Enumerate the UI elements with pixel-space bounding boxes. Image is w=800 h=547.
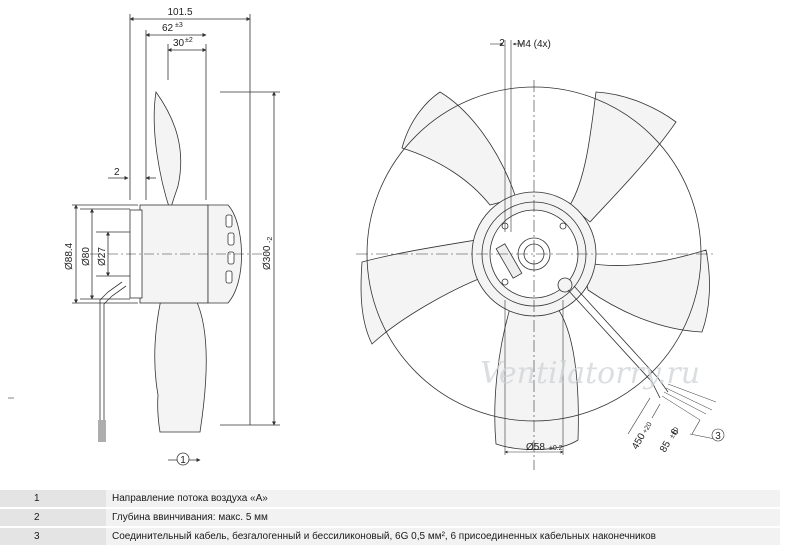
legend-row: 2 Глубина ввинчивания: макс. 5 мм bbox=[0, 509, 780, 526]
dia-58-tol: ±0.2 bbox=[549, 445, 563, 452]
blade-top-right bbox=[569, 91, 677, 223]
callout-2: 2 bbox=[499, 38, 505, 49]
front-view bbox=[360, 86, 717, 450]
legend-text: Направление потока воздуха «A» bbox=[106, 490, 780, 507]
blade-right bbox=[581, 249, 710, 333]
blade-top-left bbox=[401, 91, 517, 206]
cable-front bbox=[567, 289, 661, 399]
technical-drawing: 101.5 62 ±3 30 ±2 2 Ø88.4 Ø80 Ø27 Ø300 -… bbox=[8, 7, 725, 470]
dim-2-side: 2 bbox=[114, 167, 120, 178]
callout-3: 3 bbox=[715, 431, 721, 442]
dia-27: Ø27 bbox=[97, 247, 108, 266]
side-view bbox=[8, 14, 280, 466]
blade-side-bottom bbox=[154, 269, 207, 433]
legend-num: 2 bbox=[0, 509, 106, 526]
dim-6: 6 bbox=[669, 427, 682, 438]
dim-85: 85 bbox=[658, 439, 673, 455]
legend-row: 1 Направление потока воздуха «A» bbox=[0, 490, 780, 507]
legend-row: 3 Соединительный кабель, безгалогенный и… bbox=[0, 528, 780, 545]
legend-num: 1 bbox=[0, 490, 106, 507]
dim-62-tol: ±3 bbox=[175, 22, 183, 29]
front-view-lines bbox=[356, 40, 725, 470]
cable-side bbox=[99, 281, 123, 420]
blade-side-top bbox=[153, 90, 182, 212]
legend-text: Соединительный кабель, безгалогенный и б… bbox=[106, 528, 780, 545]
dia-88-4: Ø88.4 bbox=[64, 242, 75, 270]
dim-total-length: 101.5 bbox=[167, 7, 192, 18]
blade-bottom bbox=[494, 305, 579, 450]
watermark: Ventilatorry.ru bbox=[480, 356, 700, 391]
side-view-labels: 101.5 62 ±3 30 ±2 2 Ø88.4 Ø80 Ø27 Ø300 -… bbox=[64, 7, 274, 466]
dia-300: Ø300 bbox=[262, 245, 273, 270]
dia-58: Ø58 bbox=[526, 442, 545, 453]
dim-30: 30 bbox=[173, 38, 185, 49]
dim-85-tol: ±10 bbox=[669, 426, 681, 440]
thread-label: M4 (4x) bbox=[517, 39, 551, 50]
dim-62: 62 bbox=[162, 23, 174, 34]
legend-table: 1 Направление потока воздуха «A» 2 Глуби… bbox=[0, 488, 780, 547]
callout-1: 1 bbox=[180, 455, 186, 466]
dim-450-tol: +20 bbox=[642, 421, 654, 435]
blade-left bbox=[360, 237, 489, 345]
legend-text: Глубина ввинчивания: макс. 5 мм bbox=[106, 509, 780, 526]
dia-300-tol: -2 bbox=[267, 237, 274, 243]
dia-80: Ø80 bbox=[81, 247, 92, 266]
dim-30-tol: ±2 bbox=[185, 37, 193, 44]
legend-num: 3 bbox=[0, 528, 106, 545]
